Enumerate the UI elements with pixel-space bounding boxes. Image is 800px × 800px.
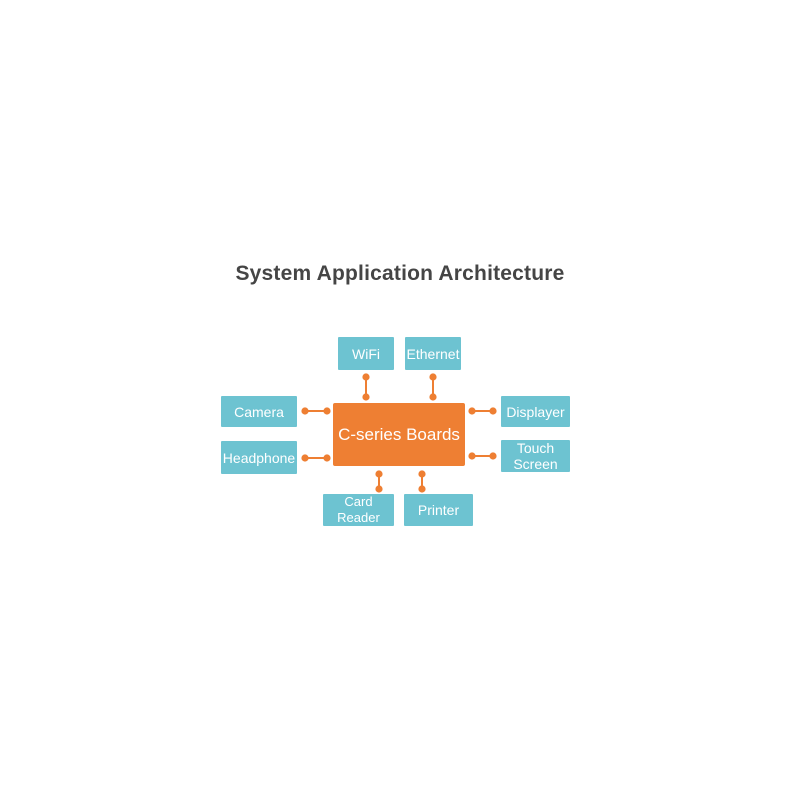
connector-dot [362,393,370,401]
node-printer: Printer [404,494,473,526]
connector-dot [429,393,437,401]
connector-dot [489,452,497,460]
connector-dot [489,407,497,415]
connector-dot [323,454,331,462]
connector-dot [323,407,331,415]
connector-dot [418,470,426,478]
diagram-title: System Application Architecture [235,262,565,285]
connector-dot [375,470,383,478]
node-camera: Camera [221,396,297,427]
connector-dot [429,373,437,381]
node-touch-screen: Touch Screen [501,440,570,472]
connector-dot [301,454,309,462]
connector-dot [301,407,309,415]
node-wifi: WiFi [338,337,394,370]
node-ethernet: Ethernet [405,337,461,370]
node-displayer: Displayer [501,396,570,427]
connector-dot [418,485,426,493]
hub-c-series-boards: C-series Boards [333,403,465,466]
node-headphone: Headphone [221,441,297,474]
node-card-reader: Card Reader [323,494,394,526]
connector-dot [468,407,476,415]
connector-dot [362,373,370,381]
connector-dot [468,452,476,460]
connector-dot [375,485,383,493]
